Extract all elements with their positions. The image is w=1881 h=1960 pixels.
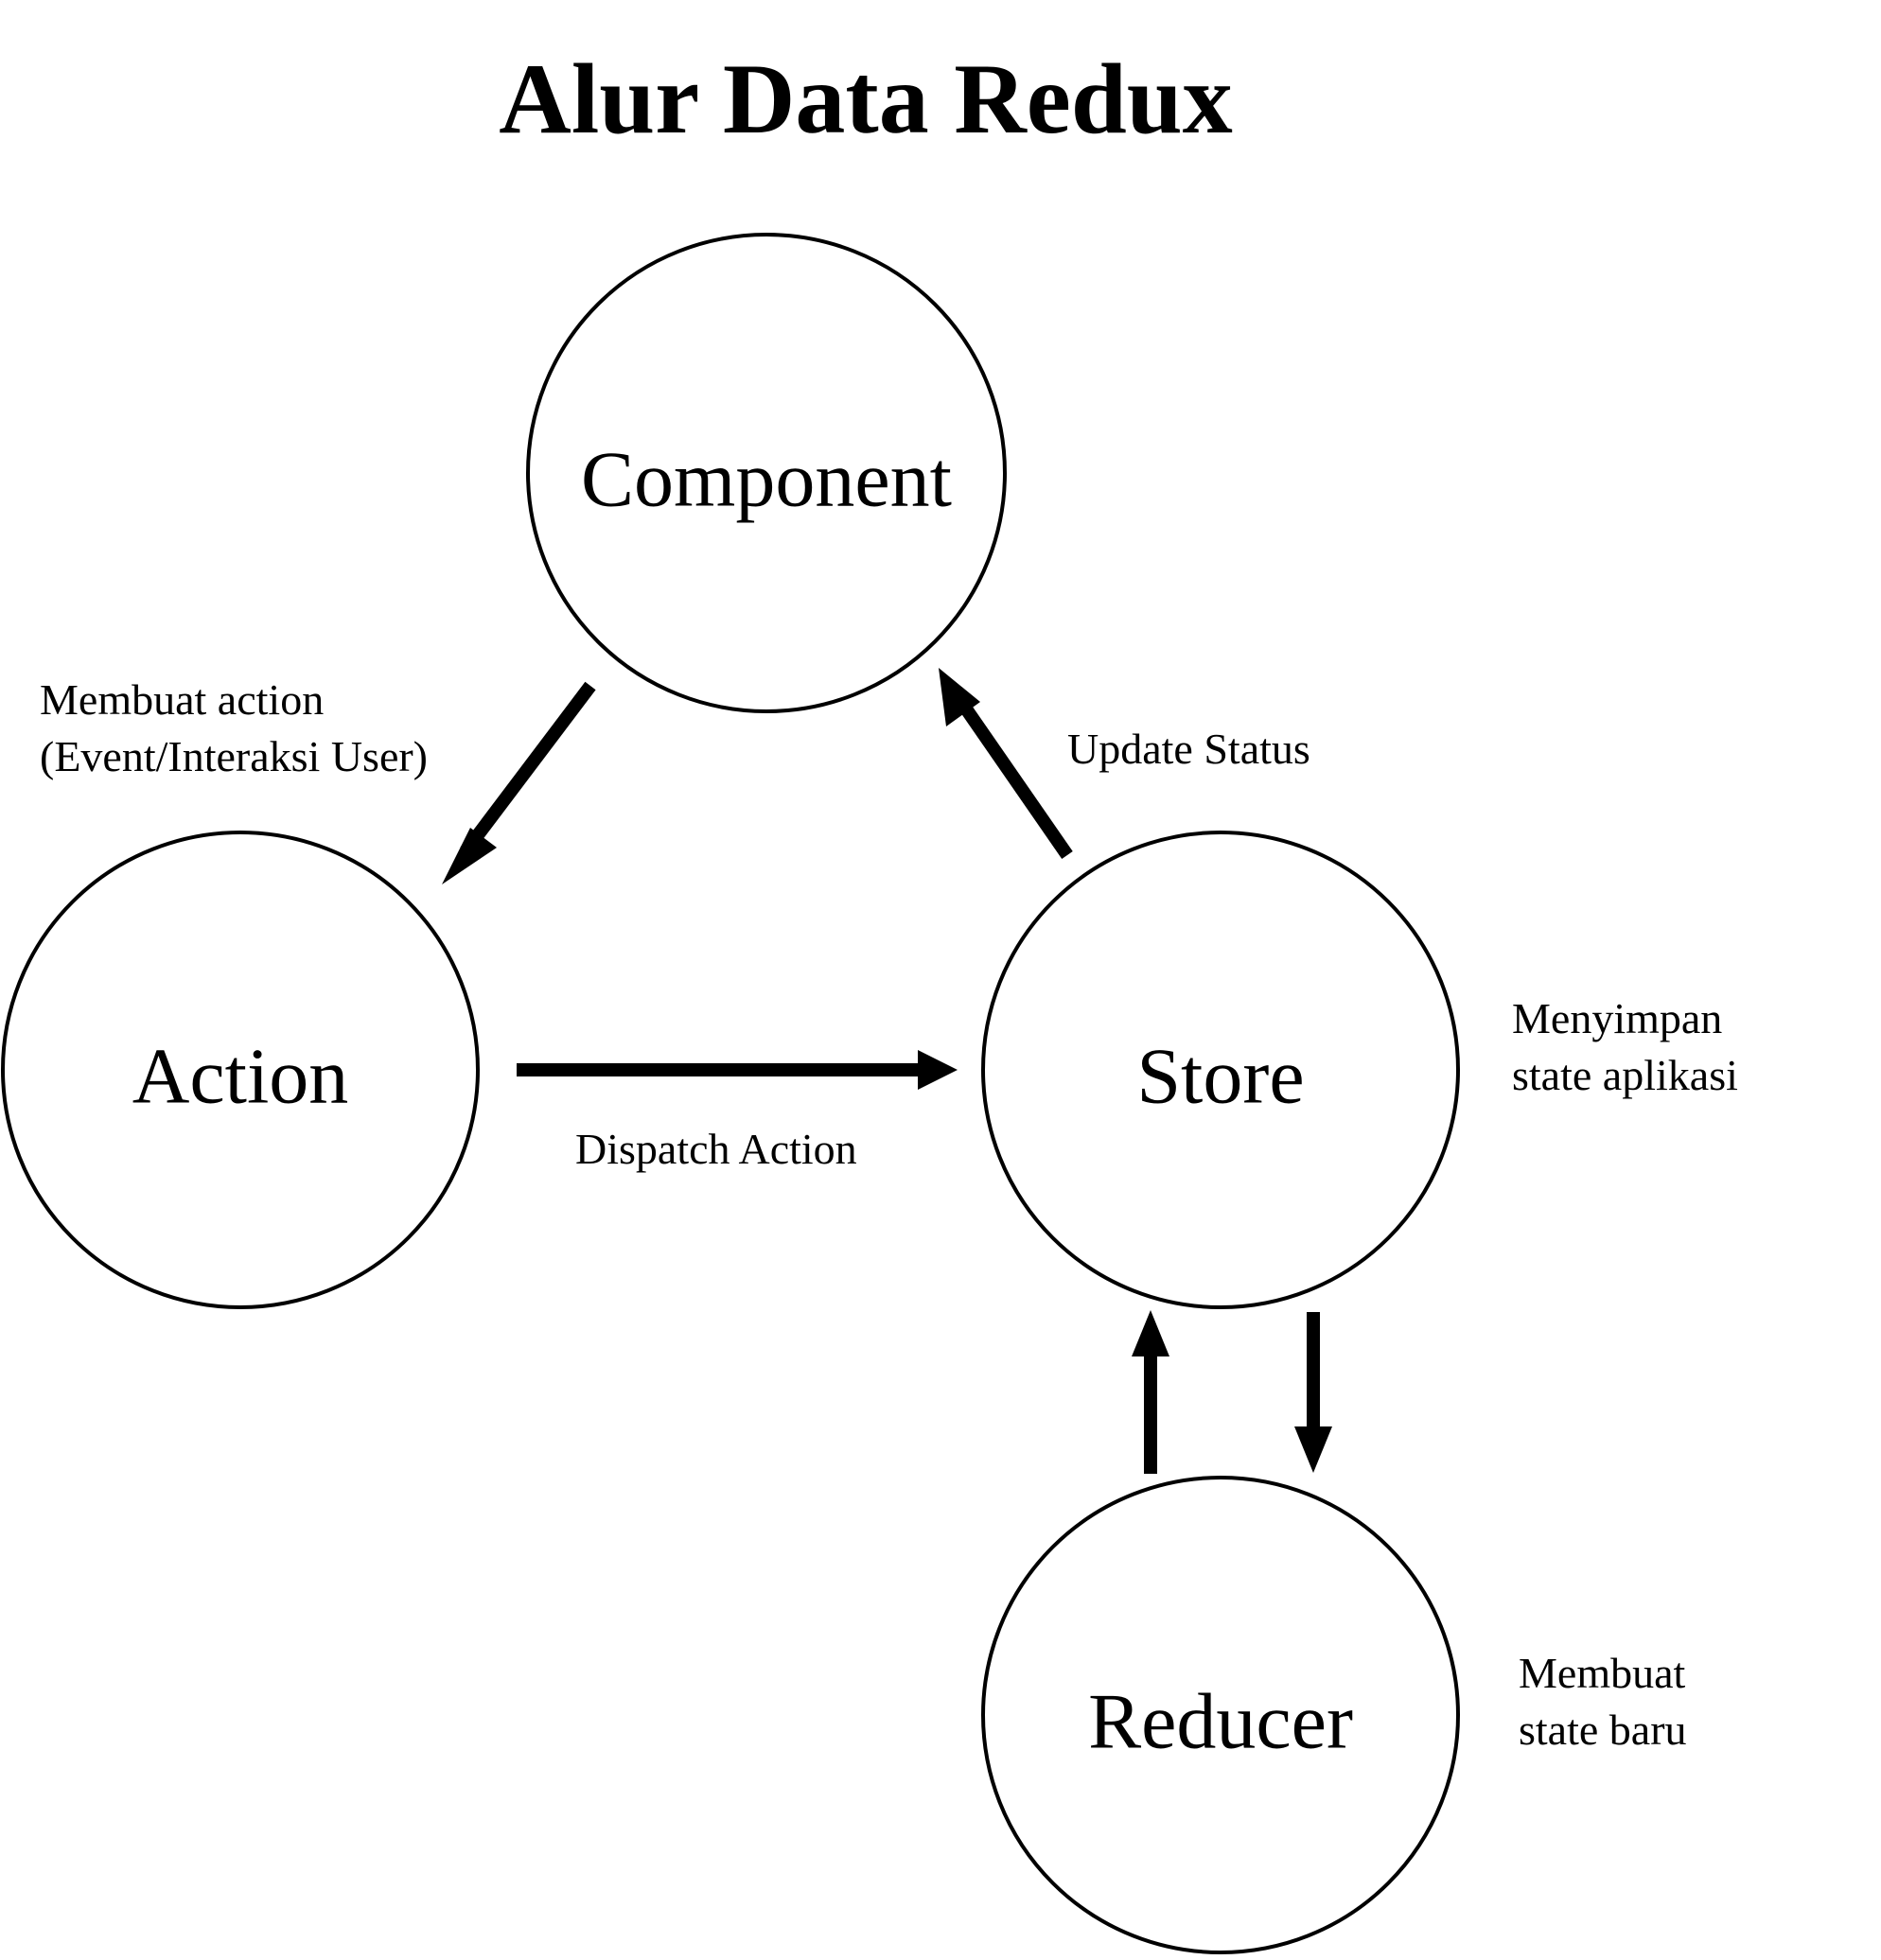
reducer-label: Reducer <box>1088 1677 1353 1765</box>
arrow-reducer-to-store <box>1132 1310 1169 1474</box>
reducer-note-line1: Membuat <box>1519 1649 1686 1697</box>
component-node <box>526 233 1007 713</box>
store-node <box>981 831 1460 1309</box>
store-label: Store <box>1136 1032 1304 1120</box>
dispatch-action-label: Dispatch Action <box>575 1125 857 1173</box>
create-action-label-line2: (Event/Interaksi User) <box>40 732 428 780</box>
arrow-store-to-component <box>939 668 1073 859</box>
create-action-label-line1: Membuat action <box>40 675 324 724</box>
action-label: Action <box>132 1032 349 1120</box>
store-note-line2: state aplikasi <box>1512 1051 1738 1099</box>
store-note-line1: Menyimpan <box>1512 994 1722 1042</box>
reducer-note-line2: state baru <box>1519 1706 1687 1754</box>
component-label: Component <box>581 435 952 523</box>
arrow-component-to-action <box>442 681 596 884</box>
update-status-label: Update Status <box>1067 725 1310 773</box>
arrow-action-to-store <box>517 1050 958 1090</box>
reducer-node <box>981 1476 1460 1954</box>
arrow-store-to-reducer <box>1294 1312 1332 1473</box>
diagram-title: Alur Data Redux <box>499 44 1232 154</box>
action-node <box>1 831 480 1309</box>
